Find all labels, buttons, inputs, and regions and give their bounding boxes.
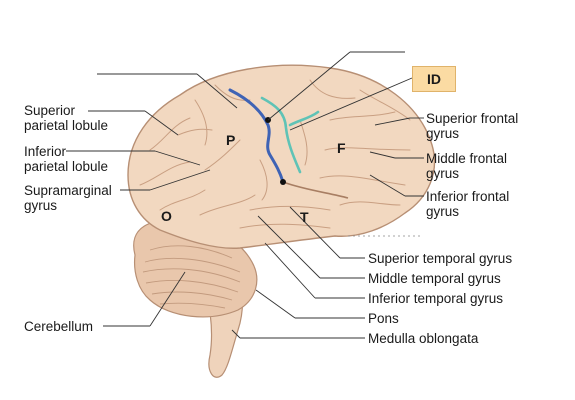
label-superior-parietal-lobule: Superior parietal lobule <box>24 103 109 133</box>
label-supramarginal-gyrus: Supramarginal gyrus <box>24 183 112 213</box>
precentral-sulcus <box>260 96 320 174</box>
lobe-letter-temporal: T <box>300 209 309 225</box>
cerebrum <box>127 64 436 249</box>
label-superior-frontal-gyrus: Superior frontal gyrus <box>426 111 519 141</box>
cerebellum-folia <box>142 245 241 309</box>
marker-dot-lower <box>280 179 286 185</box>
gyri-texture <box>139 79 411 229</box>
leader-lines <box>66 51 424 339</box>
label-inferior-temporal-gyrus: Inferior temporal gyrus <box>368 291 504 306</box>
label-inferior-frontal-gyrus: Inferior frontal gyrus <box>426 189 510 219</box>
lobe-letter-occipital: O <box>161 208 172 224</box>
id-box: ID <box>412 66 456 92</box>
label-inferior-parietal-lobule: Inferior parietal lobule <box>24 144 109 174</box>
label-middle-temporal-gyrus: Middle temporal gyrus <box>368 271 501 286</box>
label-pons: Pons <box>368 311 399 326</box>
label-superior-temporal-gyrus: Superior temporal gyrus <box>368 251 513 266</box>
lobe-letter-parietal: P <box>226 132 236 148</box>
label-middle-frontal-gyrus: Middle frontal gyrus <box>426 151 508 181</box>
label-medulla-oblongata: Medulla oblongata <box>368 331 479 346</box>
central-sulcus <box>228 88 285 184</box>
lateral-sulcus <box>282 181 349 199</box>
label-cerebellum: Cerebellum <box>24 319 94 334</box>
lobe-letter-frontal: F <box>337 140 346 156</box>
